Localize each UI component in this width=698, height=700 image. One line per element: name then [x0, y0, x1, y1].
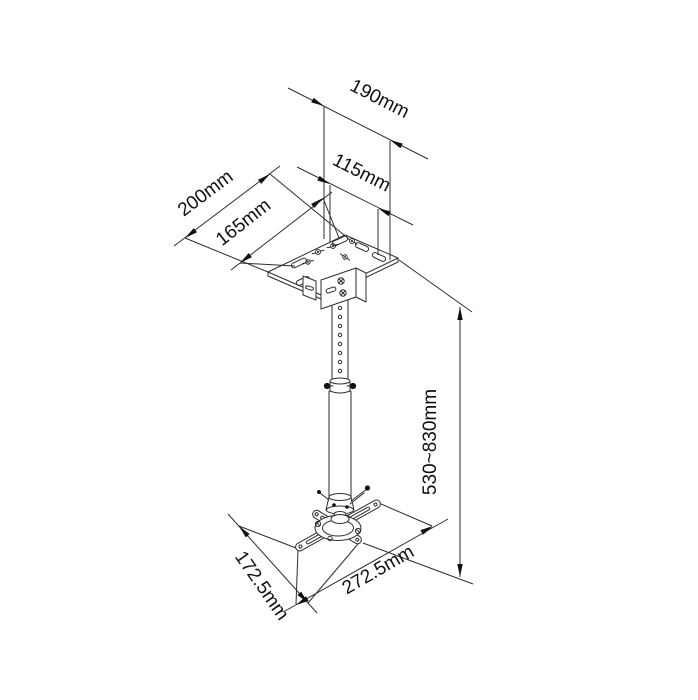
arrowhead — [311, 97, 324, 106]
pole-lower-tube — [328, 390, 352, 498]
wing-bolt-fasteners — [302, 237, 358, 265]
dimension-label-115mm: 115mm — [329, 150, 394, 197]
tilt-clamp — [317, 485, 371, 515]
dimension-272-5mm: 272.5mm — [284, 503, 449, 612]
ball-joint — [330, 511, 350, 524]
swivel-ring — [314, 514, 362, 542]
dimension-label-165mm: 165mm — [212, 195, 275, 251]
arrowhead — [317, 175, 330, 184]
arrowhead — [239, 526, 250, 538]
dimension-label-272-5mm: 272.5mm — [339, 541, 418, 599]
adjustment-holes — [337, 305, 343, 374]
projector-mount-head — [295, 499, 381, 552]
plate-side-tab — [302, 275, 317, 301]
bracket-screw — [337, 277, 347, 297]
dimension-label-172-5mm: 172.5mm — [230, 547, 293, 624]
arrowhead — [240, 253, 252, 263]
dimension-label-200mm: 200mm — [174, 166, 237, 221]
pole-upper-tube — [331, 298, 349, 380]
arrowhead — [457, 307, 463, 320]
arrowhead — [185, 228, 197, 238]
extension-pole — [317, 298, 371, 515]
arrowhead — [258, 174, 270, 184]
locking-collar — [323, 377, 357, 394]
dimension-label-190mm: 190mm — [347, 75, 413, 122]
arrowhead — [390, 140, 403, 149]
clamp-lever-knob — [364, 485, 371, 491]
arrowhead — [420, 526, 433, 535]
dimension-label-height-range: 530~830mm — [420, 389, 441, 495]
arrowhead — [311, 198, 323, 208]
ceiling-plate — [267, 234, 399, 301]
plate-center-bracket — [320, 267, 367, 310]
clamp-bolt — [317, 490, 321, 494]
dimension-height-range: 530~830mm — [362, 259, 474, 585]
collar-knob — [323, 382, 331, 390]
collar-knob — [349, 382, 357, 390]
arrowhead — [378, 208, 391, 217]
arrowhead — [457, 564, 463, 577]
arrowhead — [296, 596, 309, 605]
